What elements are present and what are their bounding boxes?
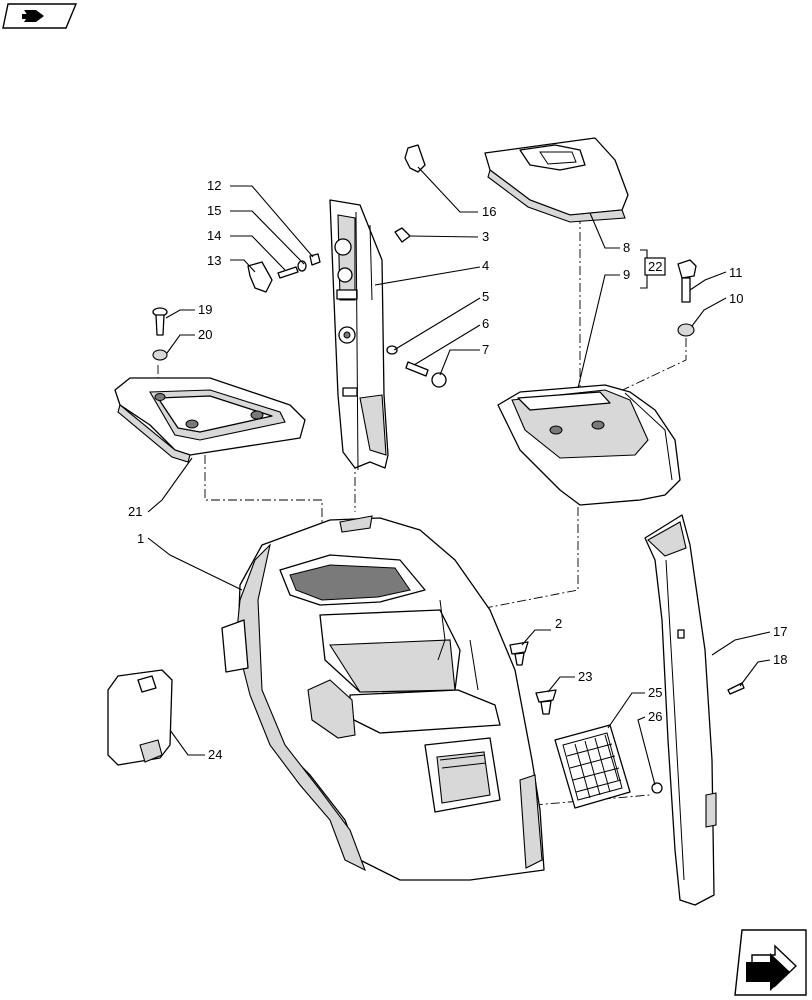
- callout-2: 2: [555, 616, 562, 631]
- part-26-clip: [651, 782, 663, 794]
- part-14-bolt: [277, 266, 299, 279]
- next-page-arrow-icon[interactable]: [734, 929, 807, 996]
- part-11-bolt: [677, 259, 697, 303]
- callout-18: 18: [773, 652, 787, 667]
- leader-lines: [147, 166, 771, 786]
- callout-23: 23: [578, 669, 592, 684]
- callout-1: 1: [137, 531, 144, 546]
- callout-7: 7: [482, 342, 489, 357]
- callout-15: 15: [207, 203, 221, 218]
- callout-16: 16: [482, 204, 496, 219]
- part-13-clip: [247, 261, 273, 293]
- callout-24: 24: [208, 747, 222, 762]
- part-16-clip: [404, 144, 426, 173]
- callout-14: 14: [207, 228, 221, 243]
- part-25-grille: [554, 724, 631, 809]
- callout-13: 13: [207, 253, 221, 268]
- part-17-pillar-trim: [644, 514, 717, 906]
- callout-25: 25: [648, 685, 662, 700]
- callout-10: 10: [729, 291, 743, 306]
- callout-3: 3: [482, 229, 489, 244]
- part-2-push-clip: [509, 641, 529, 666]
- callout-11: 11: [729, 265, 743, 280]
- part-21-cover-plate: [114, 377, 306, 463]
- callout-22-box: [644, 257, 666, 276]
- callout-8: 8: [623, 240, 630, 255]
- part-10-washer: [677, 323, 695, 337]
- part-24-access-cover: [107, 669, 173, 766]
- previous-page-arrow-icon[interactable]: [2, 3, 78, 29]
- part-23-push-clip: [535, 689, 557, 715]
- part-5-washer: [386, 345, 398, 355]
- callout-4: 4: [482, 258, 489, 273]
- callout-12: 12: [207, 178, 221, 193]
- callout-22: 22: [648, 259, 662, 274]
- part-3-screw: [394, 227, 411, 243]
- callout-labels: 1 2 3 4 5 6 7 8 9 10 11 12 13 14 15 16 1…: [128, 178, 787, 762]
- part-20-washer: [152, 349, 168, 361]
- part-4-column-panel: [329, 199, 389, 471]
- part-1-console-shell: [221, 515, 545, 881]
- part-6-screw: [405, 361, 429, 377]
- callout-26: 26: [648, 709, 662, 724]
- callout-19: 19: [198, 302, 212, 317]
- callout-5: 5: [482, 289, 489, 304]
- part-9-console-tub: [497, 384, 681, 506]
- part-19-screw: [152, 307, 168, 336]
- callout-17: 17: [773, 624, 787, 639]
- part-7-cap: [431, 372, 447, 388]
- callout-9: 9: [623, 267, 630, 282]
- callout-20: 20: [198, 327, 212, 342]
- callout-21: 21: [128, 504, 142, 519]
- callout-6: 6: [482, 316, 489, 331]
- part-8-upper-tray: [484, 137, 629, 223]
